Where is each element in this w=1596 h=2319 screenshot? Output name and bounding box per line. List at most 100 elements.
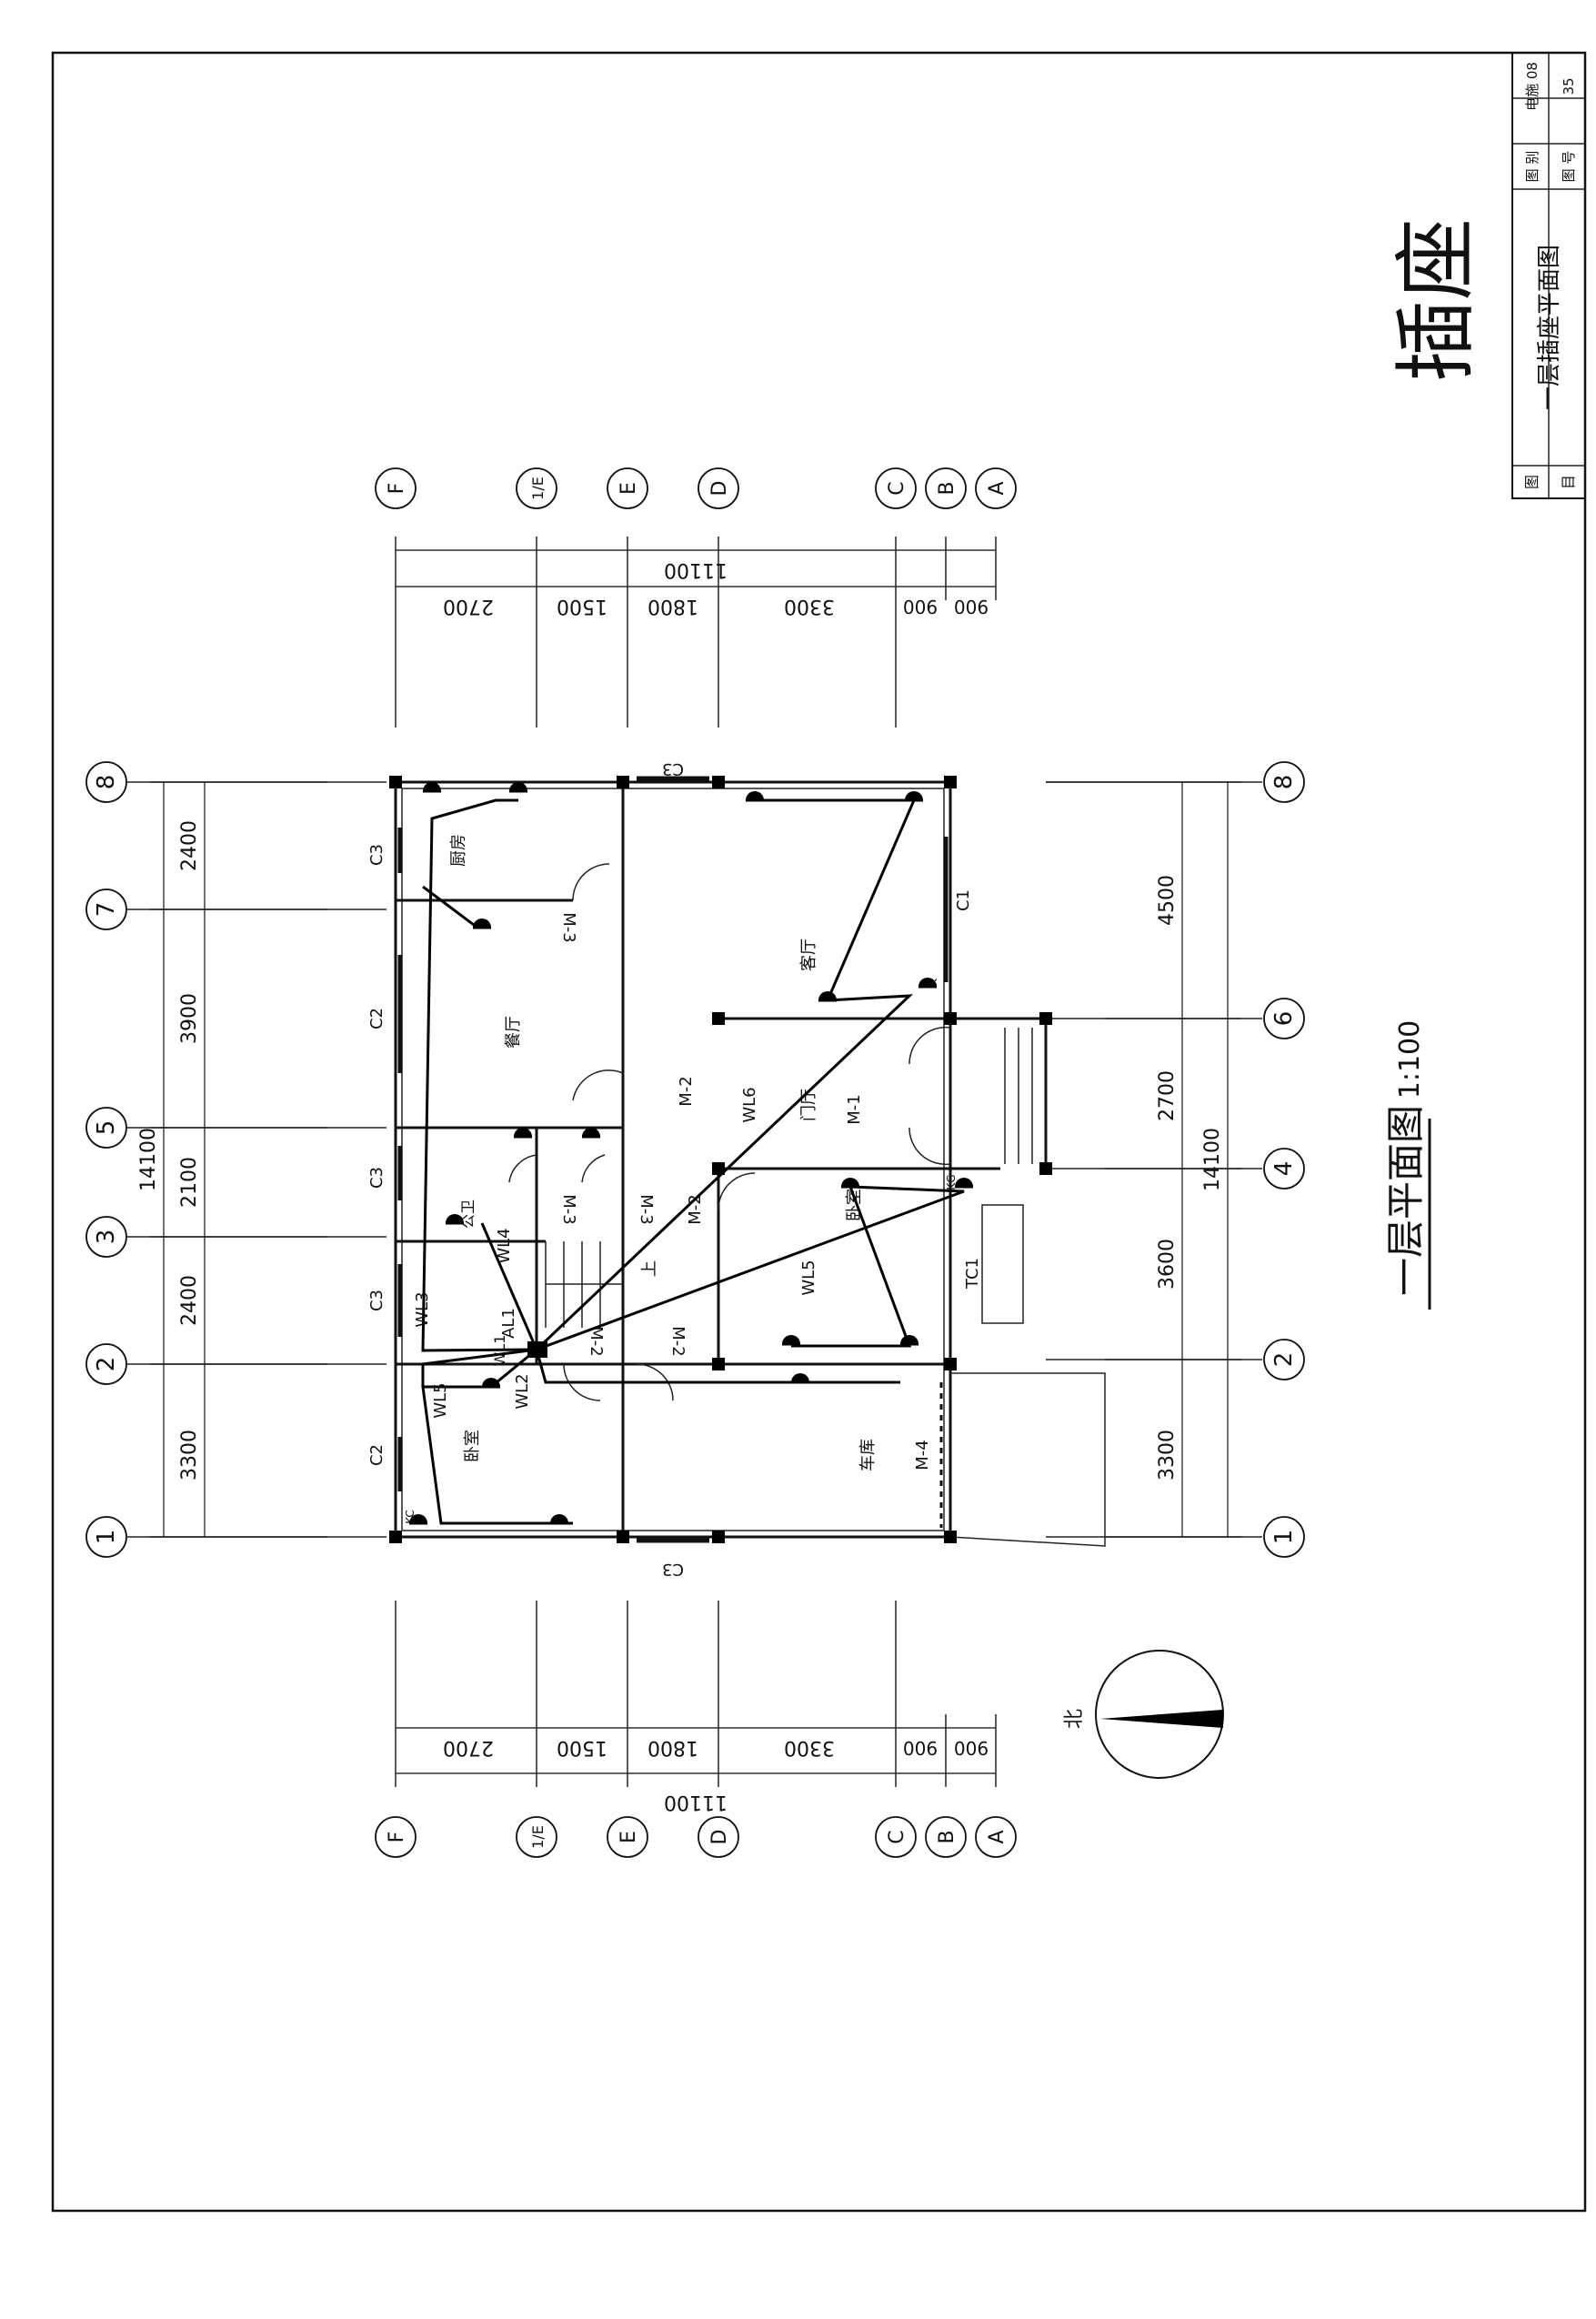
dim-lettered-top-1: 2700 xyxy=(443,595,494,617)
drawing-scale: 1:100 xyxy=(1394,1020,1426,1099)
dim-top-4: 3900 xyxy=(178,993,201,1044)
axis-bubbles-numbered-bottom: 1 2 4 6 8 xyxy=(1046,761,1305,1558)
dim-top-1: 3300 xyxy=(178,1430,201,1481)
axis-2-top: 2 xyxy=(93,1357,120,1372)
socket-tag-kg: KG xyxy=(945,1174,958,1190)
socket-icon xyxy=(514,1128,532,1139)
dim-lettered-bottom-2: 1500 xyxy=(557,1736,607,1759)
room-living: 客厅 xyxy=(799,939,818,971)
door-m3-kitchen: M-3 xyxy=(559,912,578,942)
axis-D-top: D xyxy=(708,481,731,497)
wire-wl3 xyxy=(421,1348,537,1387)
axis-4-bottom: 4 xyxy=(1270,1161,1298,1177)
wire-wl2 xyxy=(535,1349,900,1384)
circuit-wl3: WL3 xyxy=(413,1291,432,1327)
axis-1E-bottom: 1/E xyxy=(529,1825,547,1849)
wire-wl6 xyxy=(535,798,917,1351)
dim-bottom-2: 3600 xyxy=(1156,1239,1179,1290)
axis-6-bottom: 6 xyxy=(1270,1011,1298,1027)
axis-bubbles-numbered-top: 1 2 3 5 7 8 xyxy=(85,761,386,1558)
floor-plan xyxy=(389,776,1106,1547)
door-m1: M-1 xyxy=(845,1094,864,1124)
axis-bubbles-lettered-top: F 1/E E D C B A xyxy=(375,467,1017,509)
door-m2-dining: M-2 xyxy=(677,1076,696,1106)
dim-lettered-top-4: 3300 xyxy=(784,595,835,617)
dim-lettered-bottom-3: 1800 xyxy=(647,1736,698,1759)
socket-icon xyxy=(509,782,527,793)
socket-icon xyxy=(791,1373,809,1384)
title-block: 图 目 图 别 电施 08 图 号 35 一层插座平面图 xyxy=(1511,52,1586,499)
axis-5-top: 5 xyxy=(93,1120,120,1136)
dim-bottom-total: 14100 xyxy=(1201,1128,1224,1191)
dimension-lettered-bottom: 2700 1500 1800 3300 900 900 11100 xyxy=(395,1601,997,1813)
room-bedroom-2: 卧室 xyxy=(463,1430,482,1462)
door-labels: M-1 M-2 M-2 M-2 M-2 M-3 M-3 M-3 M-4 xyxy=(559,912,932,1470)
axis-A-bottom: A xyxy=(986,1830,1009,1843)
window-label-tc1: TC1 xyxy=(963,1258,982,1290)
axis-1E-top: 1/E xyxy=(529,477,547,500)
socket-icon xyxy=(473,919,491,929)
dim-bottom-3: 2700 xyxy=(1156,1070,1179,1121)
axis-B-top: B xyxy=(936,481,959,495)
axis-1-top: 1 xyxy=(93,1530,120,1545)
socket-tag-kc: KC xyxy=(404,1510,417,1524)
title-block-value-tuhao: 35 xyxy=(1561,77,1577,95)
socket-symbols xyxy=(409,782,973,1525)
north-arrow-icon xyxy=(1100,1710,1223,1728)
dimension-bottom-numbered: 3300 3600 2700 4500 14100 xyxy=(1046,781,1241,1538)
door-m2-hall-1: M-2 xyxy=(587,1326,606,1356)
window-label-c3-stair: C3 xyxy=(367,1290,386,1311)
axis-7-top: 7 xyxy=(93,902,120,918)
handwritten-note: 插座 xyxy=(1389,218,1484,382)
circuit-wl1: WL1 xyxy=(491,1335,508,1367)
exterior-wall xyxy=(394,780,952,1539)
dim-lettered-top-5: 900 xyxy=(903,596,938,617)
dimension-top-numbered: 3300 2400 2100 3900 2400 14100 xyxy=(137,781,327,1538)
stair-label: 上 xyxy=(640,1260,659,1277)
axis-C-top: C xyxy=(886,481,908,495)
circuit-wl5-west: WL5 xyxy=(431,1382,450,1418)
window-label-c3-wc: C3 xyxy=(367,1167,386,1189)
dim-lettered-bottom-4: 3300 xyxy=(784,1736,835,1759)
dim-lettered-bottom-total: 11100 xyxy=(664,1791,728,1813)
dim-top-3: 2100 xyxy=(178,1157,201,1208)
socket-tag-k: K xyxy=(927,978,939,986)
door-m4: M-4 xyxy=(913,1440,932,1470)
socket-icon xyxy=(423,782,441,793)
door-m2-hall-2: M-2 xyxy=(668,1326,688,1356)
socket-icon xyxy=(818,991,837,1002)
circuit-wl2: WL2 xyxy=(513,1373,532,1409)
north-arrow: 北 xyxy=(1063,1650,1224,1779)
axis-E-bottom: E xyxy=(617,1831,640,1843)
axis-1-bottom: 1 xyxy=(1270,1530,1298,1545)
title-block-label-tu: 图 xyxy=(1523,475,1541,489)
circuit-wl4: WL4 xyxy=(495,1228,514,1263)
socket-icon xyxy=(955,1178,973,1189)
window-labels: C3 C2 C3 C3 C2 C1 C3 C3 TC1 xyxy=(367,759,982,1579)
dimension-lettered-top: 2700 1500 1800 3300 900 900 11100 xyxy=(395,537,997,728)
wire-wl1 xyxy=(421,798,537,1352)
axis-8-top: 8 xyxy=(93,775,120,790)
title-block-value-tubie: 电施 08 xyxy=(1524,62,1541,111)
socket-icon xyxy=(746,791,764,802)
axis-3-top: 3 xyxy=(93,1230,120,1245)
panel-label: AL1 xyxy=(499,1308,518,1339)
title-block-label-tuhao: 图 号 xyxy=(1561,151,1577,183)
room-dining: 餐厅 xyxy=(504,1016,523,1049)
dim-lettered-top-6: 900 xyxy=(954,596,989,617)
axis-E-top: E xyxy=(617,482,640,495)
socket-icon xyxy=(446,1214,464,1225)
room-foyer: 门厅 xyxy=(799,1089,818,1121)
socket-icon xyxy=(409,1514,427,1525)
door-m3-wc-2: M-3 xyxy=(637,1194,656,1224)
wire-wl4 xyxy=(480,1222,538,1350)
title-block-label-tubie: 图 别 xyxy=(1524,151,1541,183)
socket-icon xyxy=(918,978,937,989)
dim-lettered-bottom-6: 900 xyxy=(954,1737,989,1759)
axis-F-top: F xyxy=(386,483,408,495)
dim-top-5: 2400 xyxy=(178,820,201,871)
socket-icon xyxy=(900,1335,918,1346)
axis-8-bottom: 8 xyxy=(1270,775,1298,790)
dim-lettered-bottom-5: 900 xyxy=(903,1737,938,1759)
